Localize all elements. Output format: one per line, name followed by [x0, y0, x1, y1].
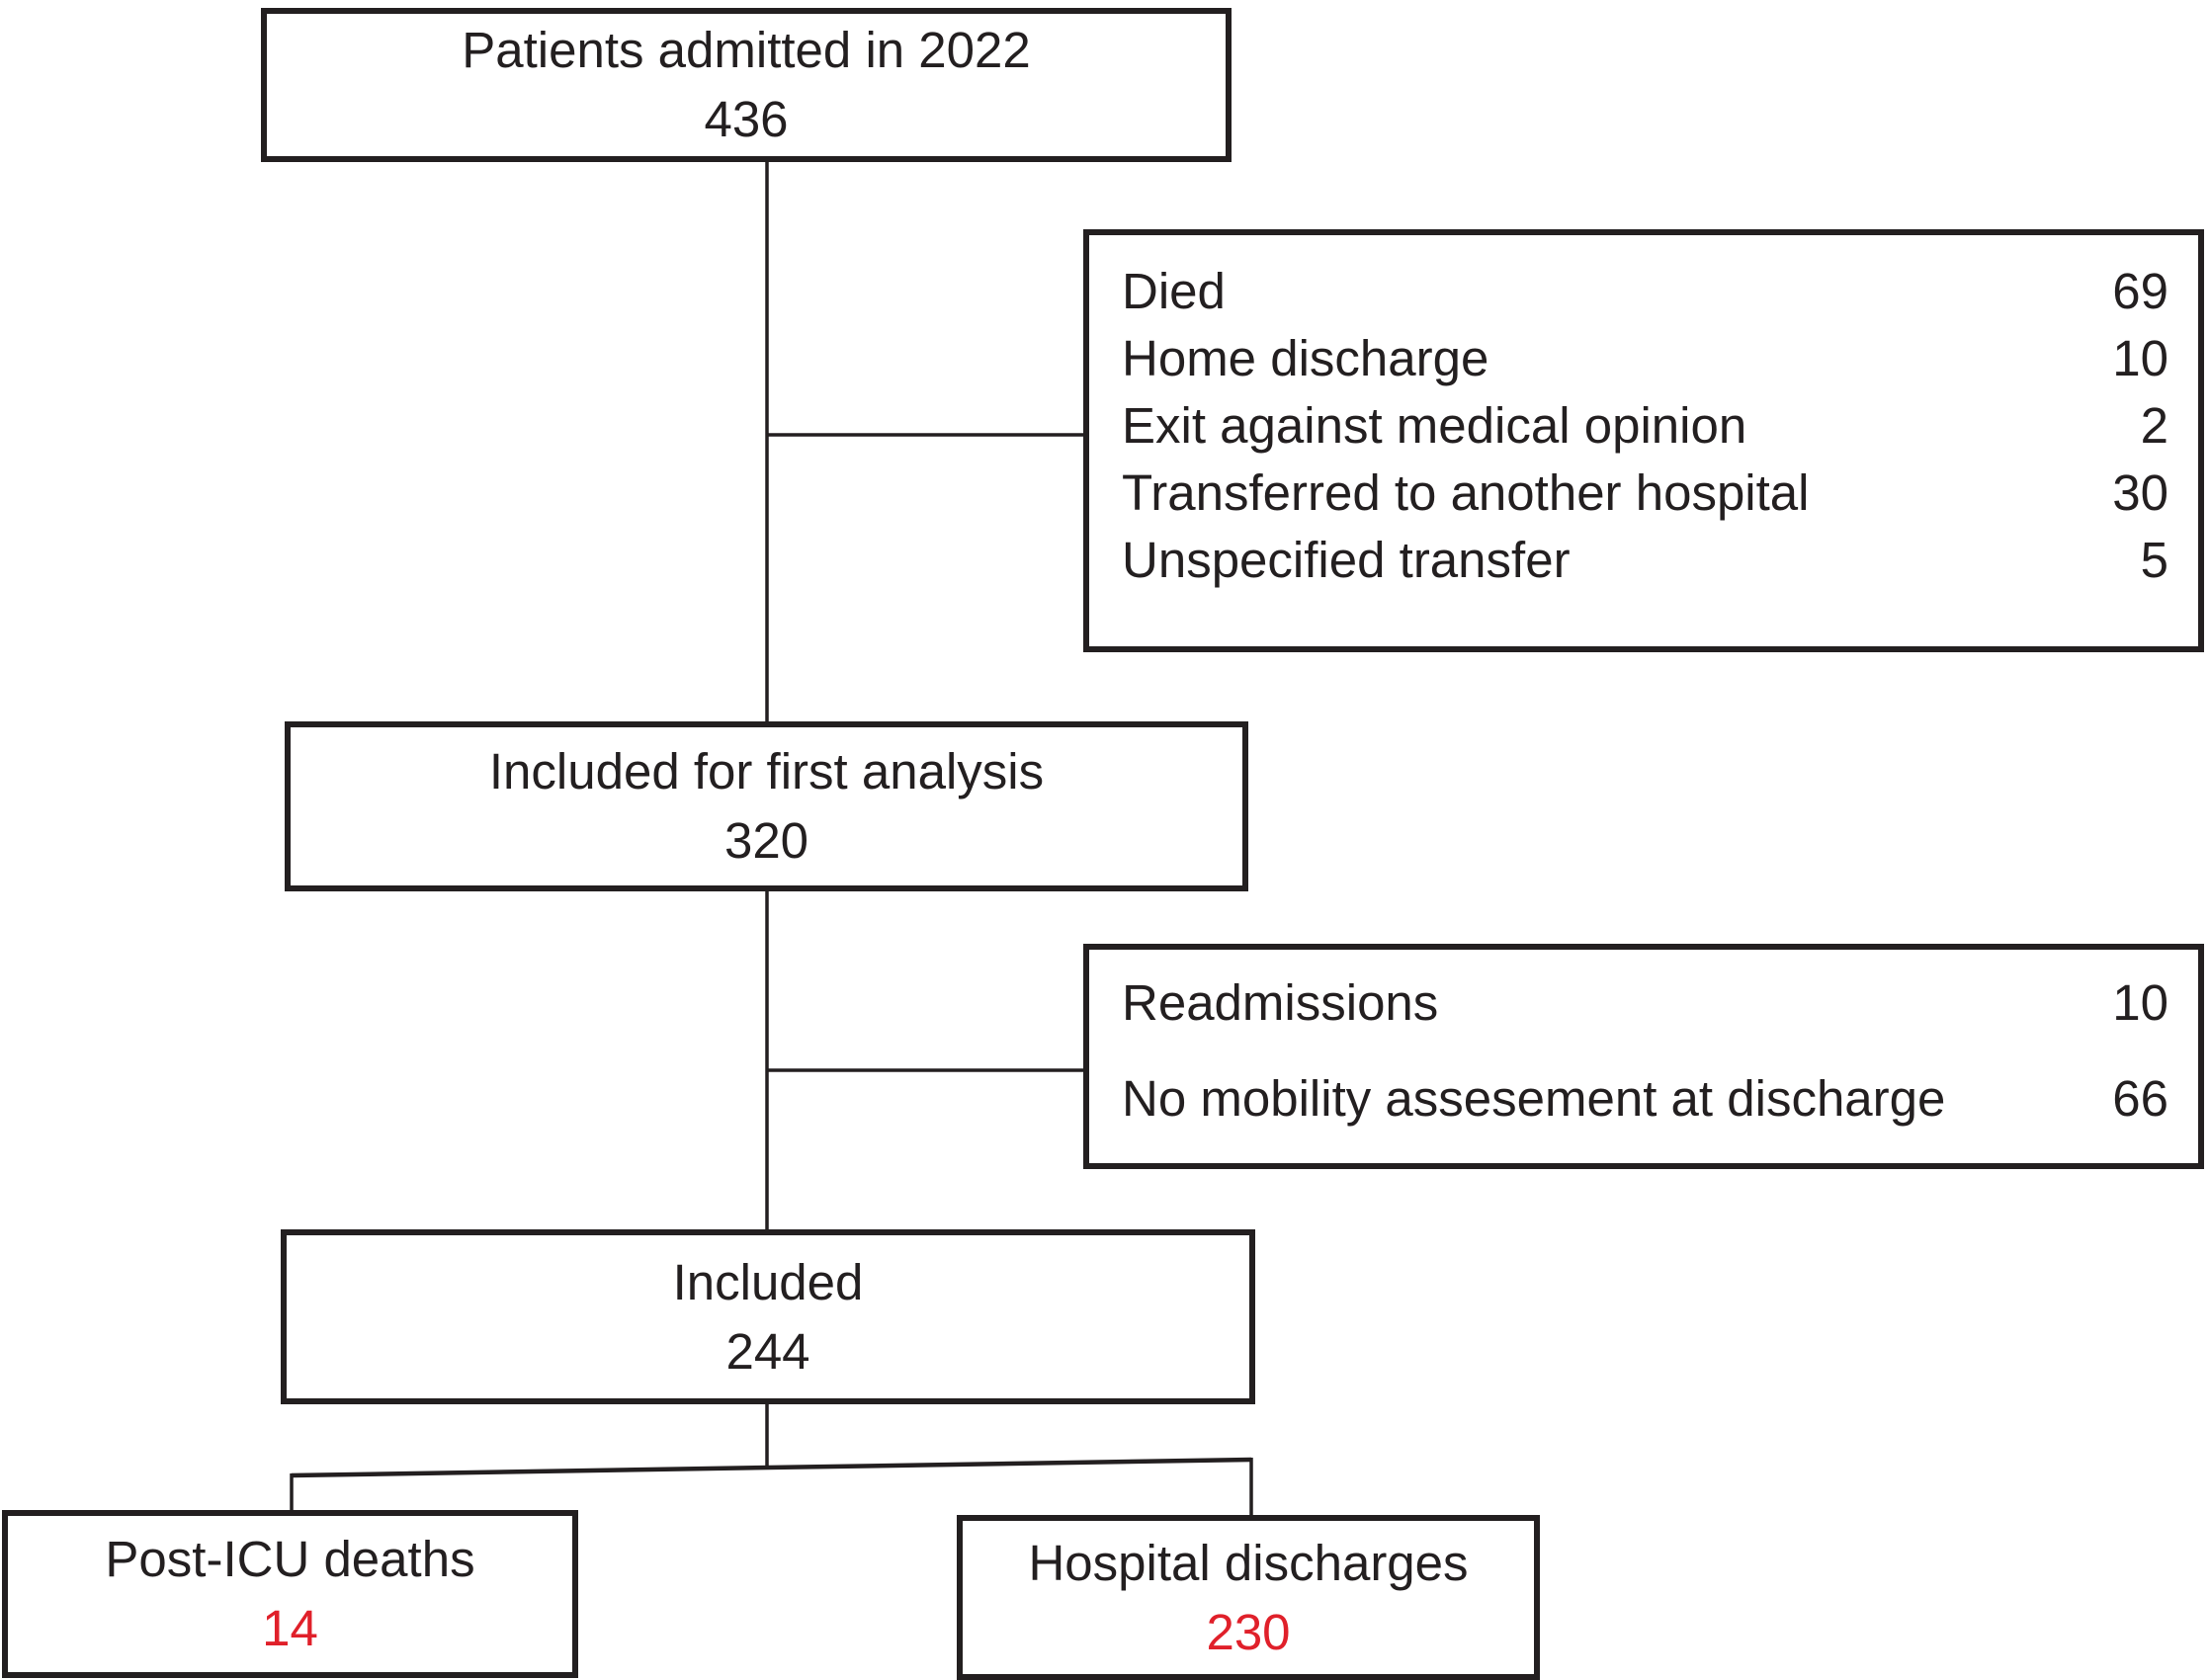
node-admitted-label: Patients admitted in 2022: [462, 22, 1031, 78]
node-included: Included 244: [281, 1229, 1255, 1404]
exclusion-value: 5: [2140, 531, 2168, 588]
exclusion-row: Readmissions 10: [1122, 969, 2168, 1035]
exclusion-label: Exit against medical opinion: [1122, 396, 1747, 454]
exclusion-row: Transferred to another hospital 30: [1122, 459, 2168, 526]
exclusion-value: 66: [2112, 1069, 2168, 1127]
exclusion-label: Died: [1122, 262, 1226, 319]
exclusion-row: Exit against medical opinion 2: [1122, 391, 2168, 459]
node-hospital-discharges-label: Hospital discharges: [1028, 1534, 1469, 1591]
node-hospital-discharges: Hospital discharges 230: [957, 1515, 1540, 1680]
node-included-value: 244: [725, 1322, 810, 1380]
exclusion-row: Home discharge 10: [1122, 324, 2168, 391]
node-first-analysis-value: 320: [723, 812, 809, 869]
node-first-analysis-label: Included for first analysis: [488, 743, 1045, 799]
exclusion-row: No mobility assesement at discharge 66: [1122, 1065, 2168, 1131]
exclusion-row: Unspecified transfer 5: [1122, 526, 2168, 593]
exclusion-label: Readmissions: [1122, 973, 1439, 1031]
node-post-icu-deaths: Post-ICU deaths 14: [2, 1510, 578, 1678]
node-exclusions-second: Readmissions 10 No mobility assesement a…: [1083, 944, 2204, 1169]
exclusion-value: 30: [2112, 463, 2168, 521]
exclusion-value: 10: [2112, 973, 2168, 1031]
exclusion-label: Home discharge: [1122, 329, 1489, 386]
node-admitted-value: 436: [704, 91, 789, 147]
node-included-label: Included: [672, 1253, 864, 1310]
node-post-icu-deaths-value: 14: [262, 1600, 318, 1656]
exclusion-label: No mobility assesement at discharge: [1122, 1069, 1946, 1127]
node-post-icu-deaths-label: Post-ICU deaths: [105, 1531, 475, 1587]
node-admitted: Patients admitted in 2022 436: [261, 8, 1232, 162]
node-first-analysis: Included for first analysis 320: [285, 721, 1248, 891]
exclusion-row: Died 69: [1122, 257, 2168, 324]
exclusion-value: 2: [2140, 396, 2168, 454]
node-exclusions-first: Died 69 Home discharge 10 Exit against m…: [1083, 229, 2204, 652]
exclusion-value: 10: [2112, 329, 2168, 386]
node-hospital-discharges-value: 230: [1206, 1603, 1291, 1660]
branch-line: [291, 1457, 1252, 1478]
exclusion-value: 69: [2112, 262, 2168, 319]
exclusion-label: Unspecified transfer: [1122, 531, 1571, 588]
exclusion-label: Transferred to another hospital: [1122, 463, 1810, 521]
